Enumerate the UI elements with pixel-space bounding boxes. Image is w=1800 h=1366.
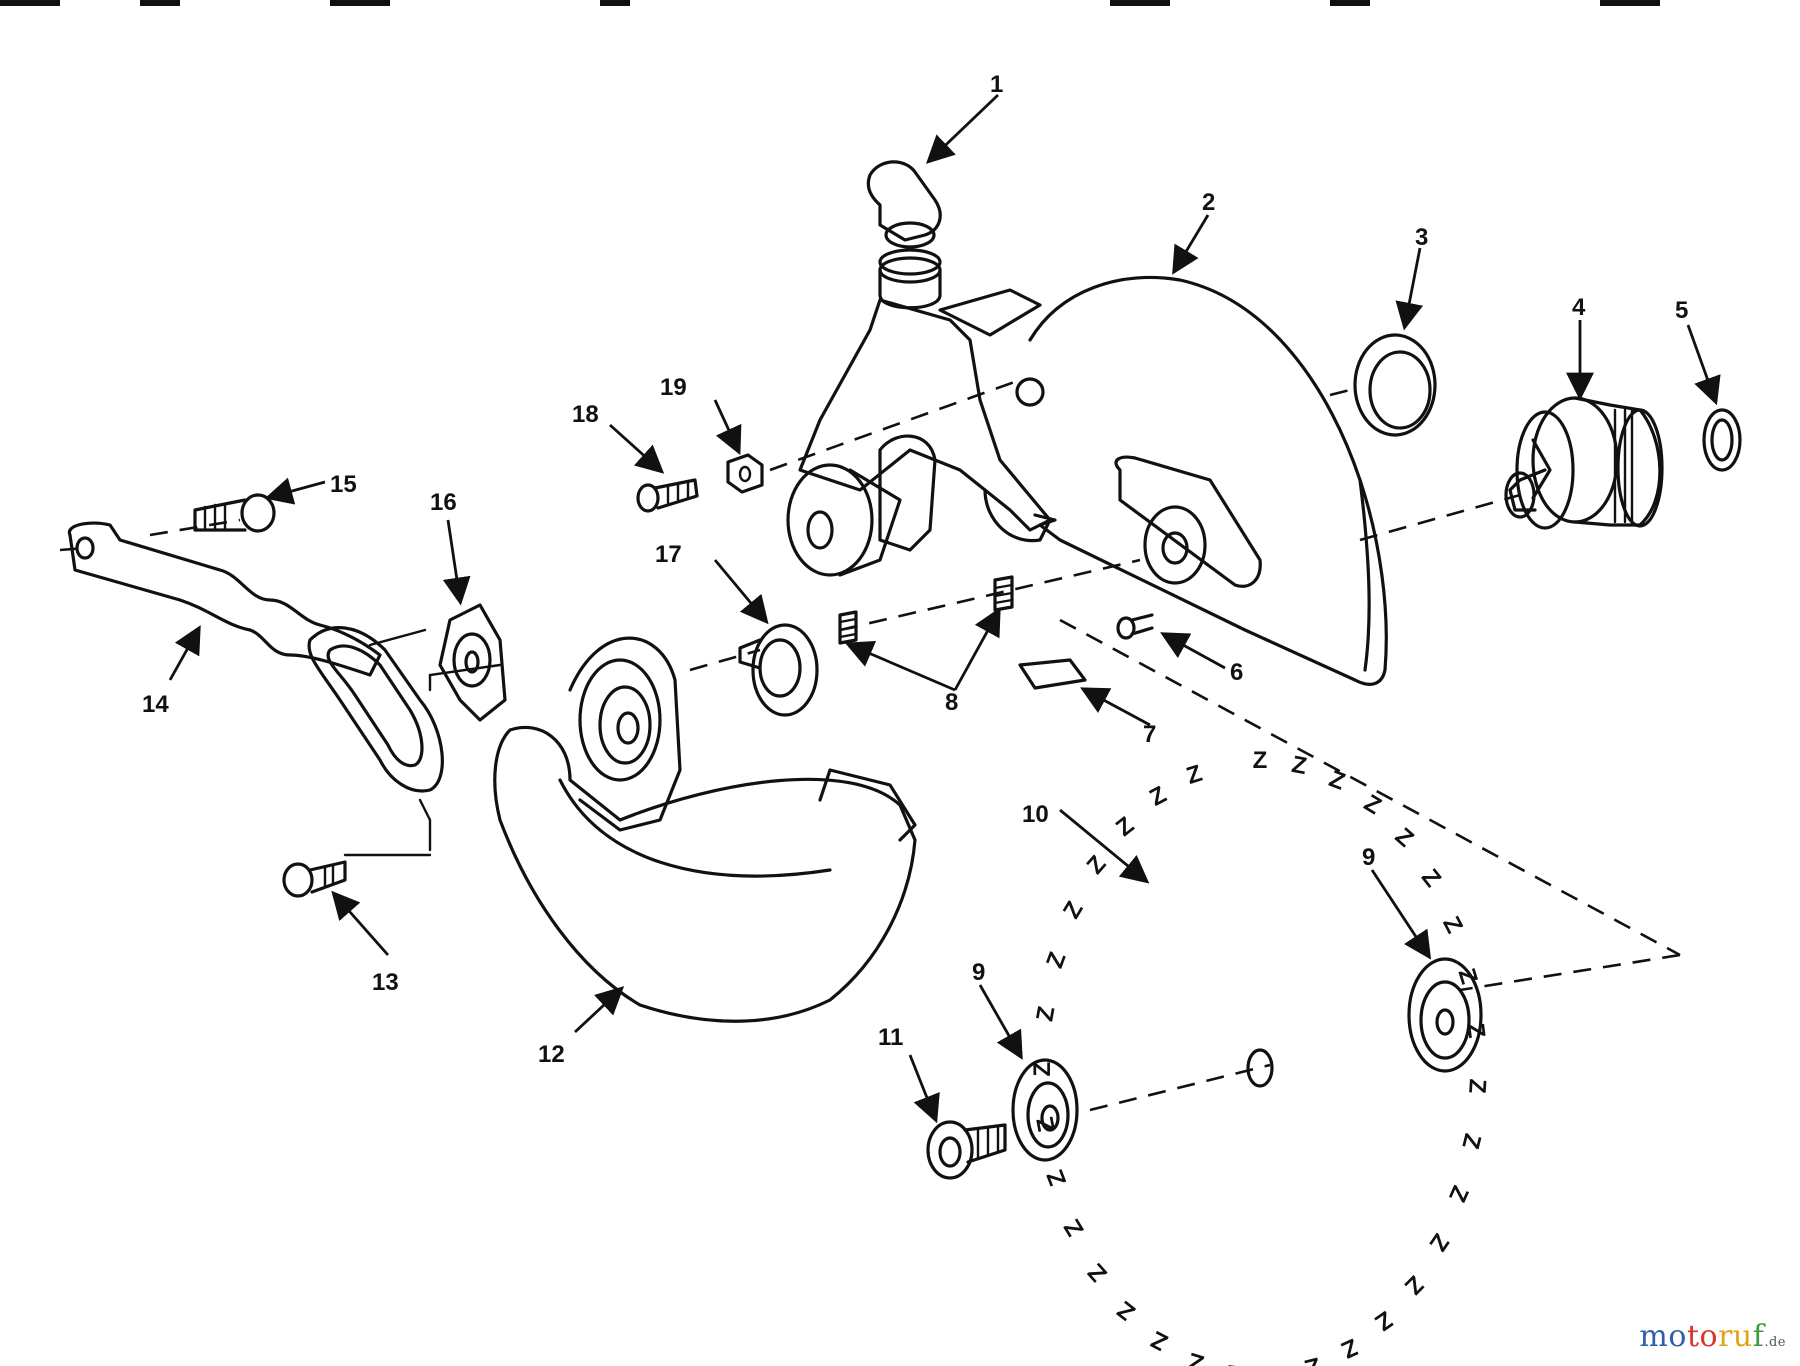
blade-tooth: Z: [1325, 765, 1348, 795]
blade-tooth: Z: [1225, 1359, 1243, 1366]
blade-tooth: Z: [1042, 1166, 1072, 1189]
guard-mounting-bracket: [786, 288, 1052, 577]
blade-tooth: Z: [1059, 1215, 1090, 1242]
callout-6: 6: [1230, 659, 1243, 686]
part-18-screw: [636, 478, 699, 513]
part-16-plate: [438, 603, 507, 722]
part-3-bearing: [1353, 333, 1437, 437]
blade-tooth: Z: [1183, 760, 1205, 790]
part-8-springs: [838, 575, 1014, 645]
blade-tooth: Z: [1462, 1022, 1491, 1040]
part-15-screw: [193, 493, 276, 533]
blade-tooth: Z: [1029, 1062, 1056, 1077]
blade-tooth: Z: [1111, 812, 1139, 842]
blade-tooth: Z: [1145, 781, 1171, 812]
part-12-lower-blade-guard: [493, 636, 917, 1023]
blade-tooth: Z: [1253, 747, 1268, 774]
part-11-arbor-bolt: [926, 1120, 1007, 1180]
top-border-marks: [0, 0, 1660, 6]
callout-16: 16: [430, 489, 457, 516]
part-4-arbor-hub: [1504, 396, 1664, 530]
part-9-inner-flange: [1407, 957, 1483, 1073]
blade-tooth: Z: [1359, 789, 1386, 820]
blade-tooth: Z: [1082, 851, 1112, 880]
part-19-nut: [726, 453, 764, 494]
watermark-part: f: [1752, 1319, 1765, 1354]
part-7-pad: [1018, 658, 1087, 690]
callout-18: 18: [572, 401, 599, 428]
blade-tooth: Z: [1147, 1325, 1172, 1356]
blade-tooth: Z: [1370, 1305, 1397, 1336]
callout-13: 13: [372, 969, 399, 996]
callout-10: 10: [1022, 801, 1049, 828]
watermark-part: ru: [1718, 1319, 1753, 1354]
part-14-lever: [67, 521, 444, 793]
blade-tooth: Z: [1424, 1229, 1455, 1256]
callout-15: 15: [330, 471, 357, 498]
callout-7: 7: [1143, 721, 1156, 748]
callout-8: 8: [945, 689, 958, 716]
callout-3: 3: [1415, 224, 1428, 251]
callout-19: 19: [660, 374, 687, 401]
part-5-retaining-ring: [1702, 408, 1742, 472]
part-17-knob: [738, 623, 819, 717]
callout-1: 1: [990, 71, 1003, 98]
callout-9-outer: 9: [972, 959, 985, 986]
blade-tooth: Z: [1058, 897, 1089, 923]
blade-tooth: Z: [1266, 1361, 1282, 1366]
blade-tooth: Z: [1031, 1004, 1060, 1023]
callout-labels: 1 2 3 4 5 6 7 8 9 9 10 11 12 13 14 15 16…: [142, 71, 1688, 1068]
watermark-tld: .de: [1764, 1335, 1786, 1350]
blade-tooth: Z: [1390, 823, 1419, 853]
callout-5: 5: [1675, 297, 1688, 324]
part-9-outer-flange: [1011, 1058, 1079, 1162]
leader-lines: [168, 93, 1721, 1124]
callout-11: 11: [878, 1024, 903, 1051]
blade-tooth: Z: [1032, 1115, 1061, 1134]
callout-14: 14: [142, 691, 169, 718]
blade-tooth: Z: [1112, 1295, 1140, 1325]
blade-tooth: Z: [1041, 948, 1071, 971]
callout-4: 4: [1572, 294, 1586, 321]
blade-tooth: Z: [1463, 1078, 1491, 1094]
blade-tooth: Z: [1443, 1182, 1474, 1206]
blade-tooth: Z: [1452, 965, 1482, 987]
part-6-screw: [1116, 613, 1154, 640]
assembly-lines: [59, 378, 1681, 1112]
blade-tooth: Z: [1302, 1352, 1323, 1366]
watermark-logo: motoruf.de: [1639, 1319, 1786, 1354]
callout-9-inner: 9: [1362, 844, 1375, 871]
blade-tooth: Z: [1337, 1333, 1362, 1364]
blade-tooth: Z: [1437, 912, 1468, 938]
blade-tooth: Z: [1456, 1131, 1486, 1152]
part-1-elbow-fitting: [866, 160, 942, 310]
part-13-screw: [282, 860, 347, 898]
callout-2: 2: [1202, 189, 1215, 216]
blade-tooth: Z: [1083, 1258, 1113, 1287]
blade-tooth: Z: [1399, 1270, 1428, 1299]
watermark-part: mo: [1639, 1319, 1687, 1354]
callout-12: 12: [538, 1041, 565, 1068]
blade-tooth: Z: [1290, 751, 1309, 780]
watermark-part: to: [1686, 1319, 1719, 1354]
blade-tooth: Z: [1185, 1347, 1207, 1366]
part-2-upper-blade-guard: [1028, 275, 1388, 686]
callout-17: 17: [655, 541, 682, 568]
blade-tooth: Z: [1416, 864, 1446, 892]
